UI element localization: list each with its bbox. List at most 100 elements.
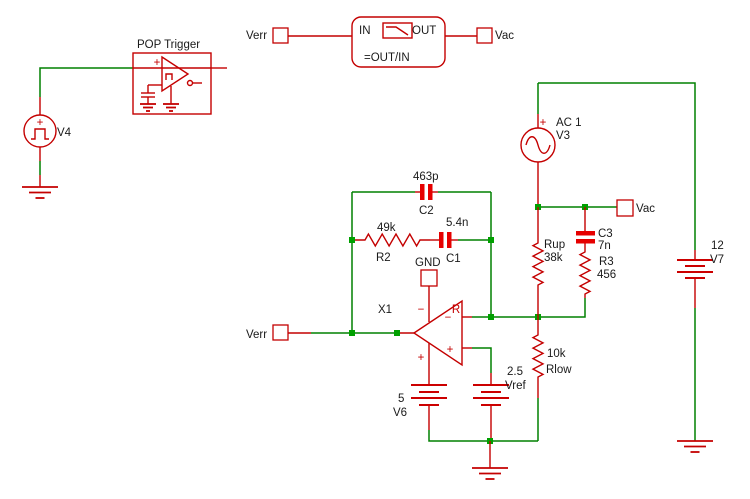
inverting-bubble-icon — [186, 79, 194, 87]
source-name: V4 — [57, 127, 72, 139]
component-name: R2 — [376, 252, 391, 264]
resistor-rlow[interactable]: 10k Rlow — [531, 317, 572, 441]
junction-dot — [488, 237, 494, 243]
cap-plate — [447, 232, 452, 248]
component-value: 456 — [597, 269, 616, 281]
vac-node[interactable]: Vac — [535, 199, 655, 217]
opamp-triangle[interactable] — [412, 299, 463, 367]
wire[interactable] — [472, 347, 492, 373]
component-value: 10k — [547, 348, 566, 360]
ground-rail[interactable] — [428, 430, 538, 480]
formula-label: =OUT/IN — [364, 52, 410, 64]
battery-vref[interactable]: 2.5 Vref — [473, 366, 526, 441]
vplus-mark: + — [418, 352, 425, 364]
wire[interactable] — [39, 67, 133, 97]
component-name: Rup — [544, 239, 565, 251]
pulse-icon — [31, 128, 49, 140]
component-name: C2 — [419, 205, 434, 217]
corner-mark: R — [452, 304, 460, 316]
wire[interactable] — [472, 298, 586, 318]
cap-plate — [428, 184, 433, 200]
cap-plate — [576, 239, 595, 244]
resistor-zigzag — [531, 317, 545, 398]
battery-v6[interactable]: 5 V6 — [393, 384, 447, 430]
battery-v7[interactable]: 12 V7 — [538, 82, 724, 453]
source-name: V7 — [710, 254, 724, 266]
source-value: AC 1 — [556, 117, 582, 129]
source-value: 2.5 — [507, 366, 523, 378]
out-label: OUT — [412, 25, 436, 37]
source-name: V3 — [556, 130, 570, 142]
component-value: 5.4n — [446, 217, 468, 229]
component-name: X1 — [378, 304, 392, 316]
transfer-probe[interactable]: Verr IN OUT =OUT/IN Vac — [246, 16, 514, 68]
component-value: 463p — [413, 171, 439, 183]
wire[interactable] — [538, 82, 696, 250]
ground-icon[interactable] — [472, 467, 508, 480]
bode-curve-icon — [386, 26, 409, 36]
component-value: 38k — [544, 252, 563, 264]
pulse-source-v4[interactable]: + V4 — [22, 67, 133, 199]
terminal-label: Verr — [246, 30, 267, 42]
sine-icon — [525, 136, 551, 154]
source-name: V6 — [393, 407, 407, 419]
component-name: Rlow — [546, 364, 572, 376]
in-label: IN — [359, 25, 371, 37]
component-name: R3 — [599, 256, 614, 268]
inverting-input-mark: − — [445, 312, 452, 324]
cap-plate — [420, 184, 425, 200]
plus-mark: + — [540, 117, 547, 129]
component-name: C1 — [446, 253, 461, 265]
opamp-x1[interactable]: GND X1 − R − + + — [378, 257, 472, 385]
component-name: C3 — [598, 228, 613, 240]
cap-plate — [576, 231, 595, 236]
vref-path[interactable] — [472, 347, 492, 385]
ground-icon[interactable] — [22, 186, 58, 199]
source-name: Vref — [505, 380, 526, 392]
capacitor-c3[interactable]: C3 7n — [576, 207, 613, 252]
cap-plate — [439, 232, 444, 248]
component-value: 49k — [377, 222, 396, 234]
component-value: 7n — [598, 240, 611, 252]
resistor-rup[interactable]: Rup 38k — [531, 207, 565, 317]
wire[interactable] — [428, 430, 538, 442]
junction-dot — [394, 330, 400, 336]
ground-icon — [163, 103, 179, 112]
noninverting-input-mark: + — [447, 344, 454, 356]
plus-mark: + — [37, 117, 44, 129]
verr-terminal[interactable]: Verr — [246, 324, 400, 341]
block-outline[interactable] — [132, 52, 212, 115]
resistor-zigzag — [531, 207, 545, 317]
resistor-r3[interactable]: R3 456 — [578, 243, 616, 299]
schmitt-icon — [165, 73, 173, 80]
terminal-label: Vac — [636, 203, 655, 215]
terminal-label: Vac — [495, 30, 514, 42]
source-value: 5 — [398, 393, 404, 405]
resistor-zigzag — [578, 243, 592, 298]
terminal-label: Verr — [246, 329, 267, 341]
source-value: 12 — [711, 240, 724, 252]
probe-outline[interactable] — [351, 16, 446, 68]
capacitor-c2[interactable]: 463p C2 — [413, 171, 439, 217]
feedback-network[interactable]: 463p C2 49k R2 5.4n C1 — [349, 171, 494, 333]
comparator-icon — [161, 55, 190, 93]
terminal-vac[interactable] — [616, 199, 634, 217]
terminal-verr[interactable] — [272, 324, 289, 341]
junction-dot — [349, 330, 355, 336]
vminus-mark: − — [418, 304, 425, 316]
resistor-zigzag — [352, 232, 430, 248]
ground-icon[interactable] — [677, 440, 713, 453]
pop-trigger-block[interactable]: POP Trigger + — [132, 39, 227, 115]
terminal-vac[interactable] — [476, 27, 493, 44]
pop-trigger-label: POP Trigger — [137, 39, 200, 51]
terminal-verr[interactable] — [272, 27, 289, 44]
capacitor-c1[interactable]: 5.4n C1 — [430, 217, 468, 265]
gnd-terminal-label: GND — [415, 257, 441, 269]
ac-source-v3[interactable]: + AC 1 V3 — [520, 83, 582, 207]
resistor-r2[interactable]: 49k R2 — [352, 222, 430, 264]
junction-dot — [488, 314, 494, 320]
terminal-gnd[interactable] — [420, 269, 438, 287]
summing-node-wiring[interactable] — [472, 298, 586, 320]
